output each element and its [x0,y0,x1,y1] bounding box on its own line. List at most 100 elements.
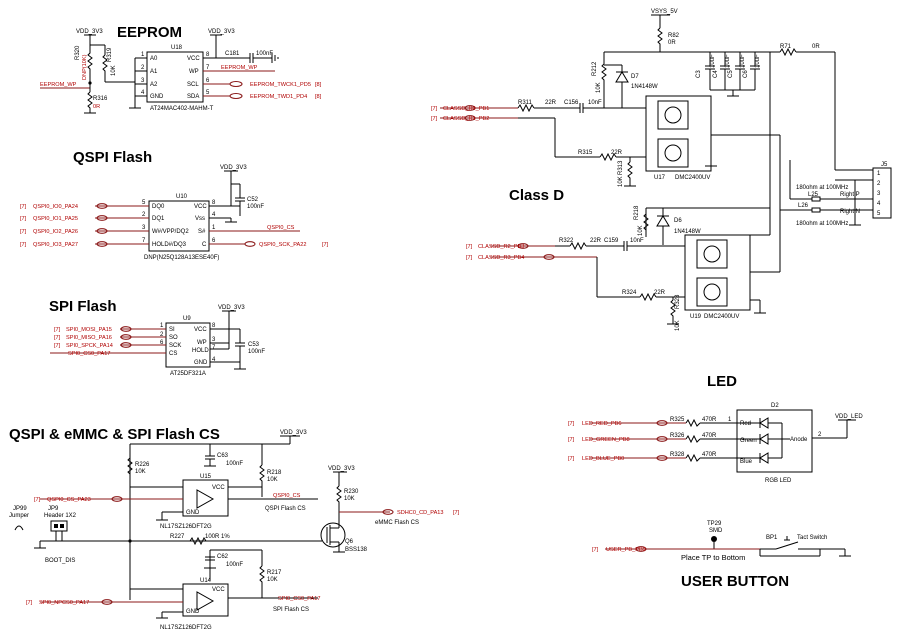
u10-pin-vss: Vss [195,216,205,222]
r311-ref: R311 [518,100,533,106]
u18-pin4: 4 [141,90,145,96]
classd-net-r1: CLASSD_R1_PB2 [443,116,489,122]
eeprom-vdd-right: VDD_3V3 [208,29,235,35]
u10-pin-dq1: DQ1 [152,216,165,222]
u9-pin-a: 1 [160,323,164,329]
u10-pin8: 8 [212,200,216,206]
qspi-net-io0: QSPI0_IO0_PA24 [33,204,78,210]
u9-pin-gnd: GND [194,360,208,366]
r230-value: 10K [344,496,355,502]
u10-pin4: 4 [212,212,216,218]
r218b-ref: R218 [634,205,640,220]
u18-pin-a0: A0 [150,56,158,62]
qspi-ref-1: [7] [20,204,27,210]
led-block: VDD_LED 2 D2 RGB LED Anode Red Green Blu… [568,403,863,484]
r82-ref: R82 [668,33,680,39]
d6-ref: D6 [674,218,682,224]
c62-ref: C62 [217,554,229,560]
r322-value: 22R [590,238,602,244]
r227-value: 100R 1% [205,534,230,540]
r323-ref: R323 [675,294,681,309]
eeprom-vdd-left: VDD_3V3 [76,29,103,35]
user-ref: [7] [592,547,599,553]
led-r-green: R326 [670,433,685,439]
eeprom-sda-ref: [8] [315,94,322,100]
bp1-ref: BP1 [766,535,778,541]
user-note: Place TP to Bottom [681,553,745,562]
u10-pin2: 2 [142,212,146,218]
eeprom-scl-ref: [8] [315,82,322,88]
u9-pin-cs: CS [169,351,177,357]
classd-net-r2: CLASSD_R2_PB3 [478,244,524,250]
qspi-ref-4: [7] [20,242,27,248]
u9-pin-si: SI [169,327,175,333]
u14-part: NL17SZ126DFT2G [160,625,212,631]
u9-part: AT25DF321A [170,371,206,377]
vdd-led: VDD_LED [835,414,863,420]
cs-spi-desc: SPI Flash CS [273,607,309,613]
l25-ref: L25 [808,192,819,198]
c181-value: 100nF [256,51,273,57]
user-button-block: TP29 SMD [7] USER_PB_PB9 Place TP to Bot… [592,521,851,562]
led-pin1: 1 [728,417,732,423]
cap-c5: C5 [728,70,734,78]
cs-ref-emmc: [7] [453,510,460,516]
u10-part: DNP(N25Q128A13ESE40F) [144,255,219,261]
r320-value: DNP(10K) [82,54,88,80]
u18-pin5: 5 [206,90,210,96]
tp29-value: SMD [709,528,723,534]
u9-pin-3: 3 [212,337,216,343]
u15-ref: U15 [200,474,212,480]
eeprom-sda-net: EEPROM_TWD1_PD4 [250,94,307,100]
boot-dis: BOOT_DIS [45,558,75,564]
u9-pin-7: 7 [212,345,216,351]
r217-value: 10K [267,577,278,583]
u18-pin-wp: WP [189,69,199,75]
u18-pin-sda: SDA [187,94,199,100]
u18-pin8: 8 [206,52,210,58]
c63-ref: C63 [217,453,229,459]
cap-c3-value: 10uF [710,54,716,68]
classd-caps: C3 C4 C5 C6 10uF 10uF 10uF 10uF [696,52,761,97]
classd-ref-2: [7] [431,116,438,122]
u9-pin-b: 2 [160,332,164,338]
c159-ref: C159 [604,238,619,244]
r218-ref: R218 [267,470,282,476]
right-p: Right P [840,192,860,198]
eeprom-wp-net-right: EEPROM_WP [221,65,258,71]
r319-value: 10K [111,65,117,76]
u9-pin-so: SO [169,335,178,341]
d7-value: 1N4148W [631,84,658,90]
right-n: Right N [840,209,860,215]
qspi-net-sck: QSPI0_SCK_PA22 [259,242,306,248]
classd-net-r3: CLASSD_R3_PB4 [478,255,524,261]
u18-pin2: 2 [141,65,145,71]
r226-value: 10K [135,469,146,475]
r71-value: 0R [812,44,820,50]
qspi-net-cs: QSPI0_CS [267,225,295,231]
u18-pin-a2: A2 [150,82,158,88]
spi-ref-1: [7] [54,327,61,333]
q6-vdd: VDD_3V3 [328,466,355,472]
u9-pin-8: 8 [212,323,216,329]
qspi-vdd: VDD_3V3 [220,165,247,171]
led-green-label: Green [740,438,757,444]
l26-value: 180ohm at 100MHz [796,221,848,227]
u10-pin-dq3: HOLD#/DQ3 [152,242,187,248]
cs-net-spi-out: SPI0_CS0_PA17 [278,596,321,602]
conn-ref: J5 [881,162,888,168]
u9-pin-c: 6 [160,340,164,346]
jp99-value: Jumper [9,513,29,519]
cap-c6-value: 10uF [755,54,761,68]
u18-pin-gnd: GND [150,94,164,100]
u10-pin-cs: S# [198,229,206,235]
qspi-ref-2: [7] [20,216,27,222]
u17-ref: U17 [654,175,666,181]
u18-pin1: 1 [141,52,145,58]
cs-net-emmc: SDHC0_CD_PA13 [397,510,444,516]
r316-value: 0R [93,104,100,110]
u15-vcc: VCC [212,485,225,491]
qspi-net-io2: QSPI0_IO2_PA26 [33,229,78,235]
led-ref-1: [7] [568,421,575,427]
c156-value: 10nF [588,100,602,106]
